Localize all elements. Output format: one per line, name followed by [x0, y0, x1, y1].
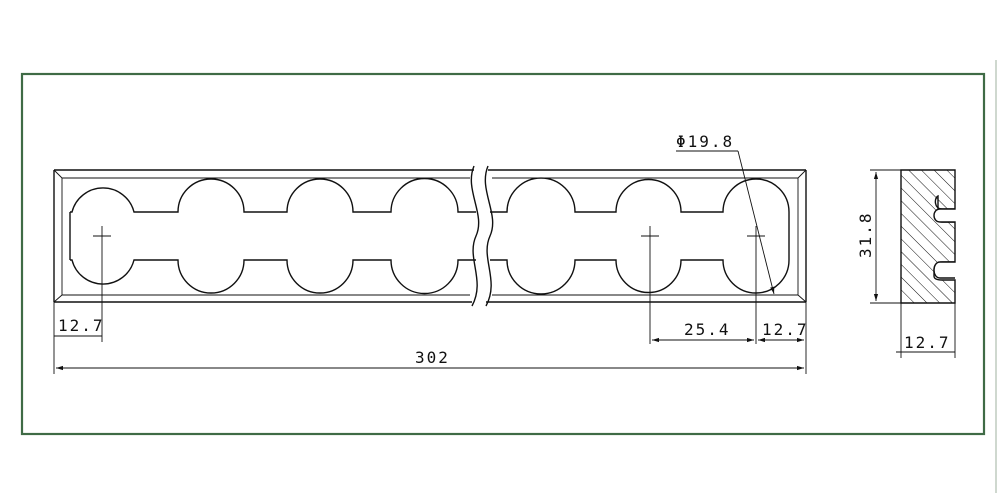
drawing-frame: [20, 72, 986, 436]
dim-offset-left: 12.7: [53, 246, 105, 374]
diameter-callout: Φ19.8: [676, 132, 775, 295]
offset-right-label: 12.7: [762, 320, 809, 339]
offset-left-label: 12.7: [58, 316, 105, 335]
total-length-label: 302: [415, 348, 450, 367]
height-label: 31.8: [856, 211, 875, 258]
dim-pitch-and-offset-right: 25.4 12.7: [649, 246, 809, 344]
section-profile: [900, 169, 956, 304]
break-lines: [470, 165, 494, 307]
center-mark-right: [747, 226, 765, 246]
rail-top-view-right: [486, 169, 807, 303]
dim-height: 31.8: [856, 169, 901, 304]
section-slot: [933, 208, 955, 279]
diameter-label: Φ19.8: [676, 132, 734, 151]
hole-center-marks: [93, 226, 765, 246]
center-mark-left: [93, 226, 111, 246]
center-mark-mid: [641, 226, 659, 246]
pitch-label: 25.4: [684, 320, 731, 339]
width-label: 12.7: [904, 333, 951, 352]
dim-width: 12.7: [896, 303, 956, 358]
rail-section-view: [900, 169, 956, 304]
dim-total-length: 302: [56, 302, 807, 374]
rail-top-view-left: [53, 169, 476, 303]
